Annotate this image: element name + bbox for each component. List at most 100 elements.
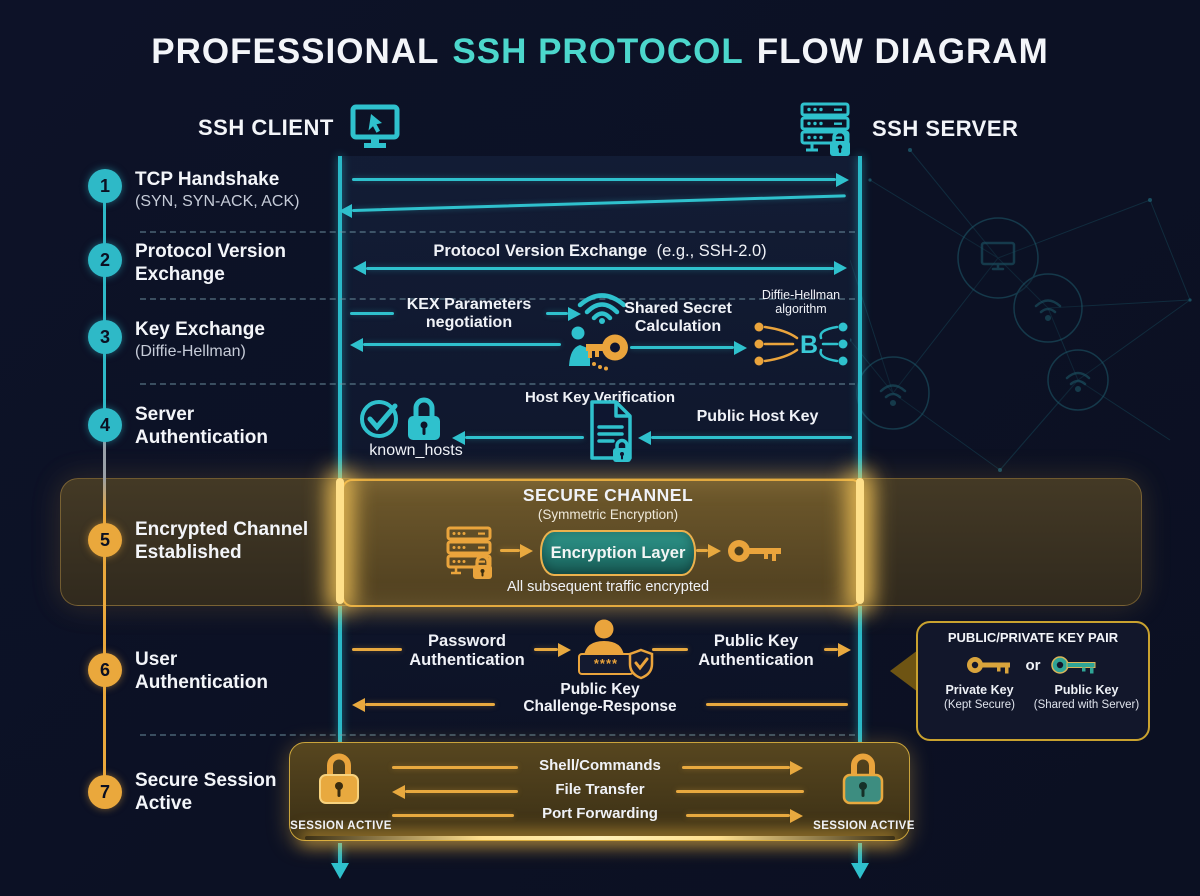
step-2-badge: 2 bbox=[88, 243, 122, 277]
kex-negotiation-label: KEX Parameters negotiation bbox=[406, 296, 532, 332]
server-lifeline bbox=[858, 156, 862, 742]
dh-letter: B bbox=[800, 331, 818, 359]
private-key-col: Private Key (Kept Secure) bbox=[926, 683, 1033, 712]
server-lifeline-arrowhead bbox=[851, 863, 869, 879]
title-accent: SSH PROTOCOL bbox=[452, 32, 744, 71]
key-public-icon bbox=[1050, 656, 1095, 674]
protocol-version-arrow-line bbox=[366, 267, 834, 270]
client-line-glow bbox=[336, 478, 344, 604]
encryption-cylinder: Encryption Layer bbox=[540, 530, 696, 576]
kex-arrowhead bbox=[568, 307, 581, 321]
server-lifeline-end bbox=[858, 843, 862, 864]
wifi-node-icons bbox=[879, 299, 1091, 407]
challenge-line1: Public Key bbox=[560, 681, 640, 698]
step-title: Authentication bbox=[135, 672, 268, 693]
session-padlock-left-icon bbox=[319, 753, 359, 804]
public-key-col: Public Key (Shared with Server) bbox=[1033, 683, 1140, 712]
wifi-icon bbox=[577, 293, 627, 324]
person-key-icon bbox=[569, 326, 628, 371]
monitor-node-icon bbox=[980, 241, 1016, 271]
tcp-syn-arrowhead bbox=[836, 173, 849, 187]
password-stub-line bbox=[352, 648, 402, 651]
hostkey-to-client-arrowhead bbox=[452, 431, 465, 445]
steps-timeline bbox=[103, 186, 106, 792]
public-host-key-arrow-line bbox=[651, 436, 852, 439]
step-title: Protocol Version bbox=[135, 241, 286, 262]
keypair-labels: Private Key (Kept Secure) Public Key (Sh… bbox=[926, 683, 1140, 712]
server-gold-icon bbox=[446, 526, 492, 579]
step-subtitle: (Diffie-Hellman) bbox=[135, 343, 246, 360]
password-auth-label: Password Authentication bbox=[409, 632, 525, 669]
tcp-ack-arrowhead bbox=[339, 204, 352, 218]
dh-algorithm-label: Diffie-Hellman algorithm bbox=[761, 288, 841, 316]
shell-commands-label: Shell/Commands bbox=[539, 757, 661, 774]
step-title: Encrypted Channel bbox=[135, 519, 309, 540]
to-cylinder-arrowhead bbox=[520, 544, 533, 558]
step-separator bbox=[140, 383, 855, 385]
step-separator bbox=[140, 734, 855, 736]
challenge-response-label: Public Key Challenge-Response bbox=[500, 681, 700, 715]
from-cylinder-arrowhead bbox=[708, 544, 721, 558]
key-gold-icon bbox=[728, 540, 781, 562]
file-transfer-label: File Transfer bbox=[555, 781, 645, 798]
tcp-syn-arrow-line bbox=[352, 178, 836, 181]
pubkey-stub-line bbox=[652, 648, 688, 651]
keypair-panel: PUBLIC/PRIVATE KEY PAIR or Private Key (… bbox=[916, 621, 1150, 741]
step-title: Established bbox=[135, 542, 242, 563]
step-3-text: Key Exchange (Diffie-Hellman) bbox=[135, 318, 310, 362]
shared-secret-label: Shared Secret Calculation bbox=[624, 300, 732, 336]
port-line-left bbox=[392, 814, 514, 817]
private-key-label: Private Key bbox=[945, 683, 1014, 697]
step-5-badge: 5 bbox=[88, 523, 122, 557]
secure-channel-title: SECURE CHANNEL bbox=[522, 485, 694, 505]
private-key-sub: (Kept Secure) bbox=[944, 699, 1015, 711]
public-key-sub: (Shared with Server) bbox=[1033, 699, 1140, 711]
kex-stub-line bbox=[350, 312, 394, 315]
server-label: SSH SERVER bbox=[872, 116, 1019, 141]
public-host-key-label: Public Host Key bbox=[696, 408, 819, 425]
title-suffix: FLOW DIAGRAM bbox=[756, 32, 1049, 71]
step-separator bbox=[140, 231, 855, 233]
keypair-row: or bbox=[926, 652, 1140, 678]
shell-line-left bbox=[392, 766, 518, 769]
step-title: User bbox=[135, 649, 178, 670]
keypair-title: PUBLIC/PRIVATE KEY PAIR bbox=[947, 630, 1119, 645]
protocol-version-label: Protocol Version Exchange (e.g., SSH-2.0… bbox=[370, 242, 830, 261]
from-cylinder-line bbox=[696, 549, 708, 552]
step-4-text: Server Authentication bbox=[135, 403, 310, 449]
shared-secret-arrow-line bbox=[630, 346, 734, 349]
port-arrowhead bbox=[790, 809, 803, 823]
step-6-badge: 6 bbox=[88, 653, 122, 687]
challenge-line-left bbox=[365, 703, 495, 706]
client-lifeline bbox=[338, 156, 342, 742]
check-circle-icon bbox=[360, 400, 398, 438]
step-1-text: TCP Handshake (SYN, SYN-ACK, ACK) bbox=[135, 168, 310, 212]
password-stars: **** bbox=[593, 656, 619, 671]
password-arrow-line bbox=[534, 648, 558, 651]
step-separator bbox=[140, 298, 855, 300]
challenge-line2: Challenge-Response bbox=[523, 698, 677, 715]
step-4-badge: 4 bbox=[88, 408, 122, 442]
page-title: PROFESSIONAL SSH PROTOCOL FLOW DIAGRAM bbox=[0, 32, 1200, 72]
step-7-badge: 7 bbox=[88, 775, 122, 809]
network-background-pattern bbox=[850, 148, 1192, 472]
secure-channel-footer: All subsequent traffic encrypted bbox=[506, 579, 710, 595]
step-title: Server bbox=[135, 404, 195, 425]
title-prefix: PROFESSIONAL bbox=[151, 32, 440, 71]
shield-check-icon bbox=[628, 648, 654, 680]
kex-return-line bbox=[363, 343, 561, 346]
file-line-left bbox=[405, 790, 518, 793]
public-key-auth-label: Public Key Authentication bbox=[698, 632, 814, 669]
session-padlock-right-icon bbox=[842, 753, 884, 805]
host-key-verification-label: Host Key Verification bbox=[524, 389, 676, 406]
server-line-glow bbox=[856, 478, 864, 604]
public-key-label: Public Key bbox=[1054, 683, 1119, 697]
password-field-chip: **** bbox=[578, 653, 634, 675]
session-active-left-label: SESSION ACTIVE bbox=[290, 820, 392, 832]
client-lifeline-end bbox=[338, 843, 342, 864]
diffie-hellman-icon: B bbox=[754, 322, 848, 366]
kex-return-arrowhead bbox=[350, 338, 363, 352]
protocol-version-arrowhead-left bbox=[353, 261, 366, 275]
step-2-text: Protocol Version Exchange bbox=[135, 240, 310, 286]
